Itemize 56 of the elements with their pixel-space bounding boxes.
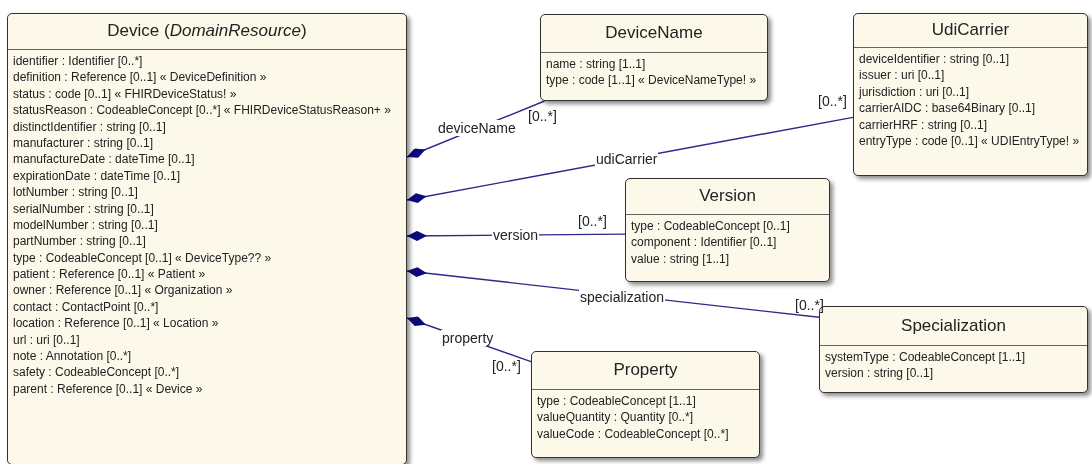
attribute-text: type : CodeableConcept [0..1] xyxy=(630,218,791,235)
attribute-text: deviceIdentifier : string [0..1] xyxy=(858,51,1011,68)
edge-label: property xyxy=(441,330,495,346)
attribute-text: type : CodeableConcept [0..1] « DeviceType?? » xyxy=(12,249,273,267)
multiplicity-label: [0..*] xyxy=(492,358,521,374)
attribute-text: location : Reference [0..1] « Location » xyxy=(12,315,220,332)
attribute-text: modelNumber : string [0..1] xyxy=(12,216,159,234)
attribute-text: partNumber : string [0..1] xyxy=(12,233,147,250)
attribute-text: distinctIdentifier : string [0..1] xyxy=(12,118,167,135)
class-box xyxy=(625,178,830,282)
class-box xyxy=(7,13,407,464)
edge-label: deviceName xyxy=(437,120,517,136)
attribute-text: systemType : CodeableConcept [1..1] xyxy=(824,349,1027,366)
attribute-text: valueCode : CodeableConcept [0..*] xyxy=(536,425,730,443)
class-box xyxy=(531,351,760,458)
attribute-text: type : code [1..1] « DeviceNameType! » xyxy=(545,72,758,89)
attribute-text: safety : CodeableConcept [0..*] xyxy=(12,364,181,381)
attribute-text: owner : Reference [0..1] « Organization » xyxy=(12,282,234,299)
attribute-text: entryType : code [0..1] « UDIEntryType! » xyxy=(858,132,1081,150)
attribute-text: lotNumber : string [0..1] xyxy=(12,184,139,201)
attribute-text: expirationDate : dateTime [0..1] xyxy=(12,167,181,185)
attribute-text: status : code [0..1] « FHIRDeviceStatus! » xyxy=(12,85,238,103)
attribute-text: version : string [0..1] xyxy=(824,365,935,382)
attribute-text: definition : Reference [0..1] « DeviceDefinition » xyxy=(12,69,268,86)
attribute-text: component : Identifier [0..1] xyxy=(630,234,778,251)
attribute-text: patient : Reference [0..1] « Patient » xyxy=(12,266,207,283)
class-name: Property xyxy=(532,352,759,390)
edge-label: udiCarrier xyxy=(595,151,659,167)
multiplicity-label: [0..*] xyxy=(528,108,557,124)
attribute-text: url : uri [0..1] xyxy=(12,331,81,349)
attribute-text: note : Annotation [0..*] xyxy=(12,348,133,365)
class-box xyxy=(540,14,768,101)
class-box xyxy=(853,13,1088,176)
attribute-text: name : string [1..1] xyxy=(545,56,647,73)
attribute-text: type : CodeableConcept [1..1] xyxy=(536,393,697,410)
edge-label: specialization xyxy=(579,289,666,305)
attribute-text: value : string [1..1] xyxy=(630,250,731,268)
class-name: DeviceName xyxy=(541,15,767,53)
edge-label: version xyxy=(492,227,540,243)
attribute-text: carrierHRF : string [0..1] xyxy=(858,116,989,133)
attribute-text: manufacturer : string [0..1] xyxy=(12,134,155,152)
class-name: Device (DomainResource) xyxy=(8,14,406,50)
attribute-text: identifier : Identifier [0..*] xyxy=(12,53,144,70)
attribute-text: contact : ContactPoint [0..*] xyxy=(12,298,160,316)
attribute-text: carrierAIDC : base64Binary [0..1] xyxy=(858,100,1037,117)
attribute-text: statusReason : CodeableConcept [0..*] « FHIRDeviceStatusReason+ » xyxy=(12,102,392,119)
attribute-text: valueQuantity : Quantity [0..*] xyxy=(536,409,695,426)
multiplicity-label: [0..*] xyxy=(818,93,847,109)
attribute-text: parent : Reference [0..1] « Device » xyxy=(12,380,204,398)
attribute-text: issuer : uri [0..1] xyxy=(858,67,946,84)
multiplicity-label: [0..*] xyxy=(578,213,607,229)
attribute-text: serialNumber : string [0..1] xyxy=(12,200,155,217)
class-name: Version xyxy=(626,179,829,215)
class-name: UdiCarrier xyxy=(854,14,1087,48)
attribute-text: manufactureDate : dateTime [0..1] xyxy=(12,151,196,168)
attribute-text: jurisdiction : uri [0..1] xyxy=(857,83,971,101)
